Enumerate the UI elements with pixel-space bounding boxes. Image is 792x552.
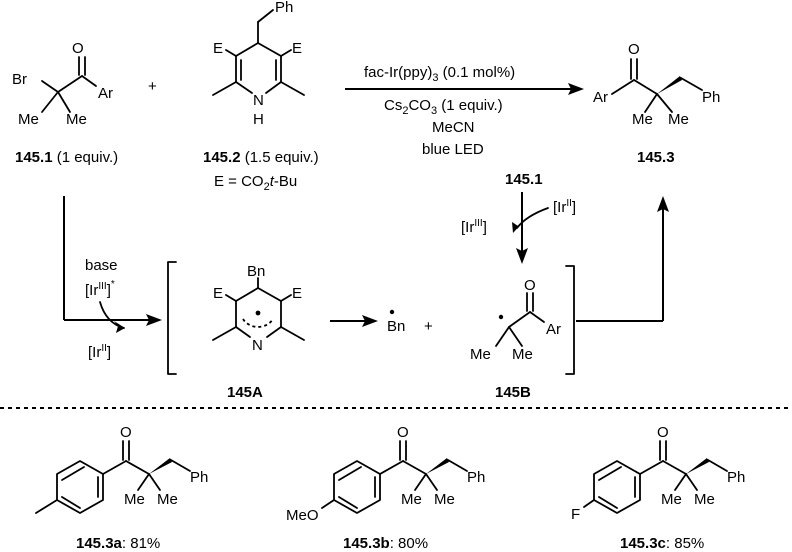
solvent-condition: MeCN xyxy=(432,119,475,136)
yield: : 80% xyxy=(390,535,428,552)
benzyl-radical-label: Bn xyxy=(387,318,405,335)
bromine-label: Br xyxy=(12,71,27,88)
yield: : 85% xyxy=(666,535,704,552)
carbonyl-oxygen-label: O xyxy=(524,277,536,294)
methyl-label: Me xyxy=(512,346,533,363)
aryl-label: Ar xyxy=(546,321,561,338)
carbonyl-oxygen-label: O xyxy=(397,424,409,441)
methyl-label: Me xyxy=(632,111,653,128)
methyl-label: Me xyxy=(694,491,715,508)
light-condition: blue LED xyxy=(422,141,484,158)
ester-e-label: E xyxy=(292,285,302,302)
methyl-label: Me xyxy=(470,346,491,363)
fragmentation-arrow xyxy=(330,315,378,327)
phenyl-label: Ph xyxy=(190,469,208,486)
methyl-label: Me xyxy=(18,111,39,128)
reduced-iridium-label: [IrII] xyxy=(553,198,576,216)
compound-id: 145.3b xyxy=(343,535,390,552)
reactant-145-1-structure: Br O Ar Me Me xyxy=(12,40,113,128)
intermediate-145B-structure: O Ar Me Me xyxy=(470,265,575,375)
carbonyl-oxygen-label: O xyxy=(120,424,132,441)
methyl-label: Me xyxy=(401,491,422,508)
equivalents: (1.5 equiv.) xyxy=(241,149,319,166)
product-145-3-caption: 145.3 xyxy=(637,149,675,166)
example-145-3c-caption: 145.3c: 85% xyxy=(620,535,704,552)
photoexcited-iridium-label: [IrIII]* xyxy=(85,279,115,299)
ester-e-label: E xyxy=(213,40,223,57)
nitrogen-label: N xyxy=(252,337,263,354)
aryl-label: Ar xyxy=(98,85,113,102)
methyl-label: Me xyxy=(661,491,682,508)
base-label: base xyxy=(85,257,118,274)
phenyl-label: Ph xyxy=(727,469,745,486)
compound-id: 145.2 xyxy=(203,149,241,166)
intermediate-145A-label: 145A xyxy=(227,384,263,401)
methyl-label: Me xyxy=(124,491,145,508)
recombination-arrow xyxy=(576,196,669,322)
plus-sign: + xyxy=(424,318,433,335)
example-145-3c-structure: O Ph Me Me F xyxy=(571,424,745,523)
phenyl-label: Ph xyxy=(275,0,293,16)
equivalents: (1 equiv.) xyxy=(53,149,119,166)
carbonyl-oxygen-label: O xyxy=(72,40,84,57)
ester-definition: E = CO2t-Bu xyxy=(214,173,297,193)
reactant-145-1-caption: 145.1 (1 equiv.) xyxy=(15,149,118,166)
intermediate-145B-label: 145B xyxy=(495,384,531,401)
benzyl-label: Bn xyxy=(247,263,265,280)
example-145-3b-structure: O Ph Me Me MeO xyxy=(286,424,485,524)
reaction-arrow xyxy=(345,83,584,95)
phenyl-label: Ph xyxy=(702,89,720,106)
methyl-label: Me xyxy=(66,111,87,128)
methyl-label: Me xyxy=(668,111,689,128)
reactant-145-2-caption: 145.2 (1.5 equiv.) xyxy=(203,149,319,166)
hydrogen-label: H xyxy=(253,111,264,128)
radical-dot xyxy=(389,309,395,315)
carbonyl-oxygen-label: O xyxy=(657,424,669,441)
methyl-label: Me xyxy=(434,491,455,508)
methoxy-label: MeO xyxy=(286,507,319,524)
base-condition: Cs2CO3 (1 equiv.) xyxy=(384,97,503,117)
ester-e-label: E xyxy=(292,40,302,57)
fluorine-label: F xyxy=(571,506,580,523)
compound-id: 145.3a xyxy=(76,535,123,552)
yield: : 81% xyxy=(122,535,160,552)
reduced-iridium-label: [IrII] xyxy=(88,343,111,361)
aryl-label: Ar xyxy=(593,89,608,106)
plus-sign: + xyxy=(148,78,157,95)
carbonyl-oxygen-label: O xyxy=(628,41,640,58)
reactant-145-2-structure: Ph E E N H xyxy=(212,0,305,128)
product-145-3-structure: O Ar Ph Me Me xyxy=(593,41,720,128)
example-145-3a-structure: O Ph Me Me xyxy=(35,424,208,514)
example-145-3a-caption: 145.3a: 81% xyxy=(76,535,160,552)
ester-e-label: E xyxy=(213,285,223,302)
compound-id: 145.3c xyxy=(620,535,666,552)
mechanism-start-label: 145.1 xyxy=(505,171,543,188)
methyl-label: Me xyxy=(157,491,178,508)
oxidized-iridium-label: [IrIII] xyxy=(461,218,487,236)
catalyst-condition: fac-Ir(ppy)3 (0.1 mol%) xyxy=(364,64,515,84)
reduction-arrow xyxy=(512,192,549,264)
nitrogen-label: N xyxy=(253,92,264,109)
phenyl-label: Ph xyxy=(467,469,485,486)
mechanism-left-path xyxy=(63,196,162,333)
example-145-3b-caption: 145.3b: 80% xyxy=(343,535,428,552)
intermediate-145A-structure: Bn E E N xyxy=(167,261,305,375)
compound-id: 145.1 xyxy=(15,149,53,166)
